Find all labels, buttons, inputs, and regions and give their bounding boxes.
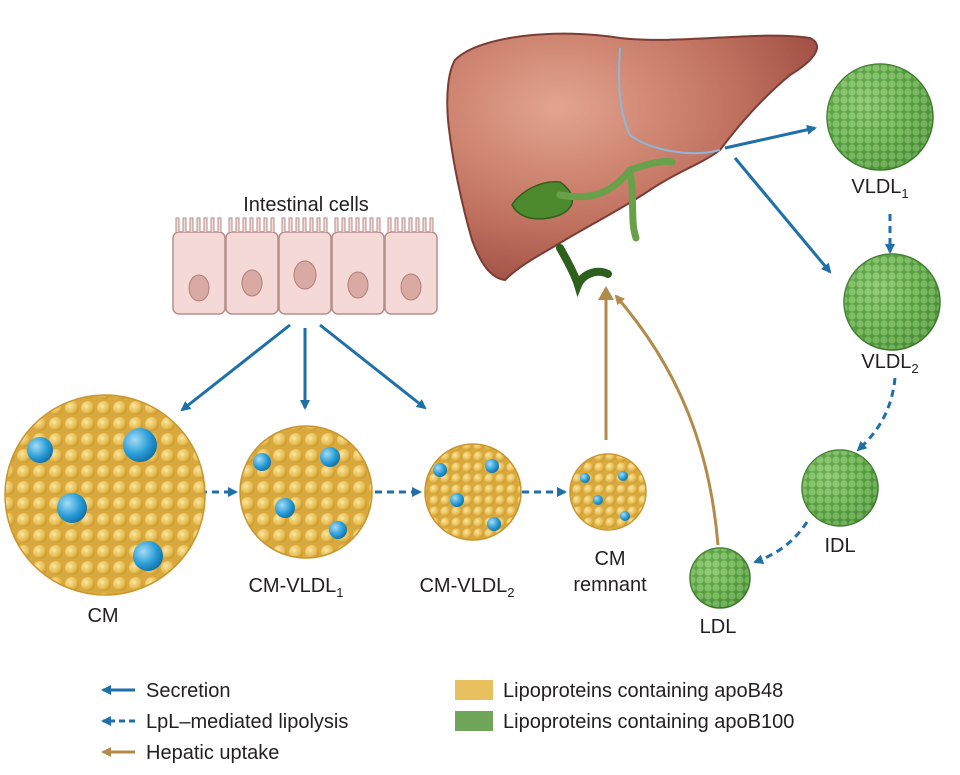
secretion-arrow-cm-vldl2 (319, 323, 427, 410)
legend-apob100-swatch (455, 711, 493, 731)
intestinal-cells-label: Intestinal cells (243, 194, 369, 216)
cm-label: CM (87, 605, 118, 627)
legend-lipolysis-label: LpL–mediated lipolysis (146, 711, 348, 733)
legend-apob48-label: Lipoproteins containing apoB48 (503, 680, 783, 702)
cm-remnant-particle (569, 453, 647, 531)
cm-vldl2-particle (424, 443, 522, 541)
idl-label: IDL (824, 535, 855, 557)
uptake-arrows (601, 290, 720, 546)
legend-uptake-label: Hepatic uptake (146, 742, 279, 764)
legend: Secretion LpL–mediated lipolysis Hepatic… (101, 680, 794, 764)
ldl-particle (689, 547, 751, 609)
cm-vldl2-label: CM-VLDL2 (419, 575, 514, 600)
lipolysis-arrow-idl (856, 377, 897, 452)
cm-remnant-label-line2: remnant (573, 574, 647, 596)
legend-secretion-label: Secretion (146, 680, 231, 702)
ldl-label: LDL (700, 616, 737, 638)
cm-vldl1-label: CM-VLDL1 (248, 575, 343, 600)
liver-icon (446, 32, 818, 298)
secretion-arrow-vldl1 (724, 124, 817, 150)
intestinal-cells-icon (172, 217, 438, 315)
vldl2-label: VLDL2 (861, 351, 918, 376)
legend-apob100-label: Lipoproteins containing apoB100 (503, 711, 794, 733)
cm-particle (4, 394, 206, 596)
vldl2-particle (843, 253, 941, 351)
cm-vldl1-particle (239, 425, 373, 559)
uptake-arrow-ldl (614, 294, 720, 546)
secretion-arrow-vldl2 (733, 157, 832, 274)
legend-apob48-swatch (455, 680, 493, 700)
secretion-arrow-cm (180, 323, 291, 412)
uptake-arrowhead (598, 286, 614, 300)
lipolysis-arrows (200, 214, 897, 564)
lipolysis-arrow-ldl (753, 521, 809, 564)
secretion-arrows (180, 124, 832, 412)
vldl1-particle (826, 63, 934, 171)
vldl1-label: VLDL1 (851, 176, 908, 201)
cm-remnant-label-line1: CM (594, 548, 625, 570)
idl-particle (801, 449, 879, 527)
